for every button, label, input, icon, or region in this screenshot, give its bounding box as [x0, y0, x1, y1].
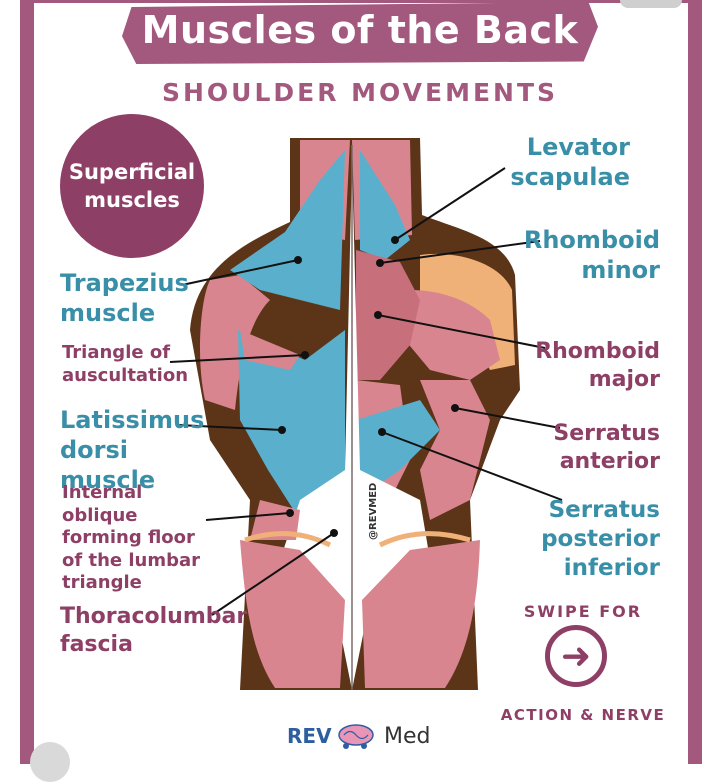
page-title: Muscles of the Back [141, 8, 579, 52]
swipe-for-text: SWIPE FOR [523, 602, 643, 621]
leader-rhomboid-minor [379, 240, 541, 264]
label-latissimus: Latissimus dorsi muscle [60, 406, 205, 494]
left-border [20, 0, 34, 764]
action-nerve-text: ACTION & NERVE [500, 706, 666, 724]
title-banner [122, 2, 598, 64]
deltoid-right [405, 290, 500, 380]
label-rhomboid-major: Rhomboid major [535, 339, 660, 392]
top-border [34, 0, 688, 3]
label-trapezius: Trapezius muscle [60, 269, 189, 327]
levator-right [360, 150, 410, 260]
serratus-anterior-right [420, 380, 490, 520]
label-levator: Levator scapulae [510, 133, 630, 191]
arrow-right-circle-icon[interactable]: ➜ [545, 625, 607, 687]
label-internal-oblique: Internal oblique forming floor of the lu… [62, 482, 201, 593]
leader-triangle [169, 354, 306, 363]
trapezius-left [230, 150, 345, 310]
leader-internal-oblique [205, 512, 291, 521]
label-serratus-anterior: Serratus anterior [553, 421, 660, 474]
leader-thoracolumbar [211, 532, 335, 616]
watermark: @REVMED [368, 482, 379, 540]
page-subtitle: SHOULDER MOVEMENTS [161, 78, 559, 107]
back-anatomy-illustration [169, 138, 563, 690]
latissimus-left [238, 330, 345, 520]
corner-tab [620, 0, 682, 8]
leader-serratus-posterior [381, 431, 563, 501]
brain-logo-icon [338, 724, 374, 749]
leader-rhomboid-major [377, 314, 546, 349]
label-rhomboid-minor: Rhomboid minor [523, 226, 660, 284]
corner-button[interactable] [30, 742, 70, 782]
superficial-muscles-badge: Superficial muscles [60, 114, 204, 258]
leader-serratus-anterior [454, 407, 561, 429]
iliac-crest-right [378, 531, 471, 548]
auscultation-area [240, 330, 300, 370]
deltoid-left [199, 275, 270, 410]
leader-levator [394, 167, 506, 241]
serratus-posterior-right [356, 400, 440, 500]
leader-latissimus [177, 424, 283, 431]
gluteal-right [362, 540, 480, 688]
brand-rev: REV [287, 724, 332, 748]
label-triangle-auscultation: Triangle of auscultation [62, 342, 189, 386]
rhomboid-right [356, 250, 420, 380]
thoracolumbar-fascia [280, 160, 430, 690]
gluteal-left [240, 540, 345, 688]
label-thoracolumbar: Thoracolumbar fascia [60, 604, 248, 657]
label-serratus-posterior: Serratus posterior inferior [541, 497, 660, 581]
leader-trapezius [181, 259, 299, 286]
brand-med: Med [384, 724, 431, 749]
right-border [688, 0, 702, 764]
